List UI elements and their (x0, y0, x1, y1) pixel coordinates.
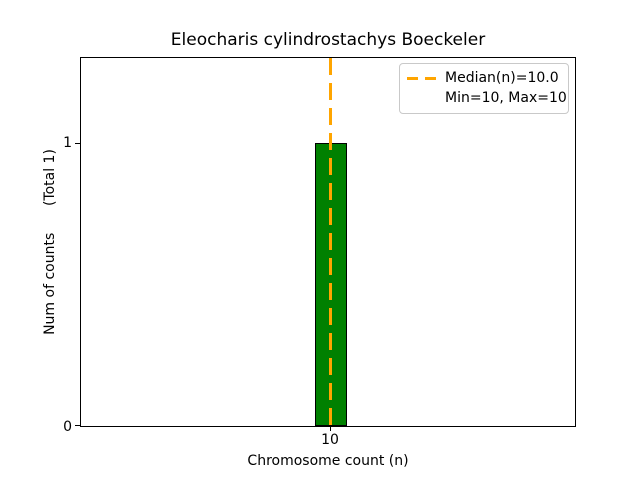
y-tick-label-1: 1 (63, 135, 72, 151)
empty-swatch (407, 97, 436, 100)
y-tick-mark-0 (75, 425, 80, 427)
x-tick-mark-10 (330, 426, 332, 431)
y-axis-label: Num of counts (Total 1) (42, 149, 58, 335)
legend-label-minmax: Min=10, Max=10 (445, 90, 567, 106)
y-tick-mark-1 (75, 143, 80, 145)
legend-label-median: Median(n)=10.0 (445, 70, 559, 86)
dashed-line-icon (407, 76, 436, 80)
x-tick-label-10: 10 (321, 432, 339, 448)
legend-entry-minmax: Min=10, Max=10 (407, 88, 567, 108)
legend-entry-median: Median(n)=10.0 (407, 68, 560, 88)
y-tick-label-0: 0 (63, 419, 72, 435)
x-axis-label: Chromosome count (n) (247, 453, 409, 469)
chart-title: Eleocharis cylindrostachys Boeckeler (170, 30, 486, 50)
median-dashed-line (329, 58, 332, 426)
legend: Median(n)=10.0 Min=10, Max=10 (399, 63, 569, 114)
plot-area: Median(n)=10.0 Min=10, Max=10 (75, 57, 576, 431)
